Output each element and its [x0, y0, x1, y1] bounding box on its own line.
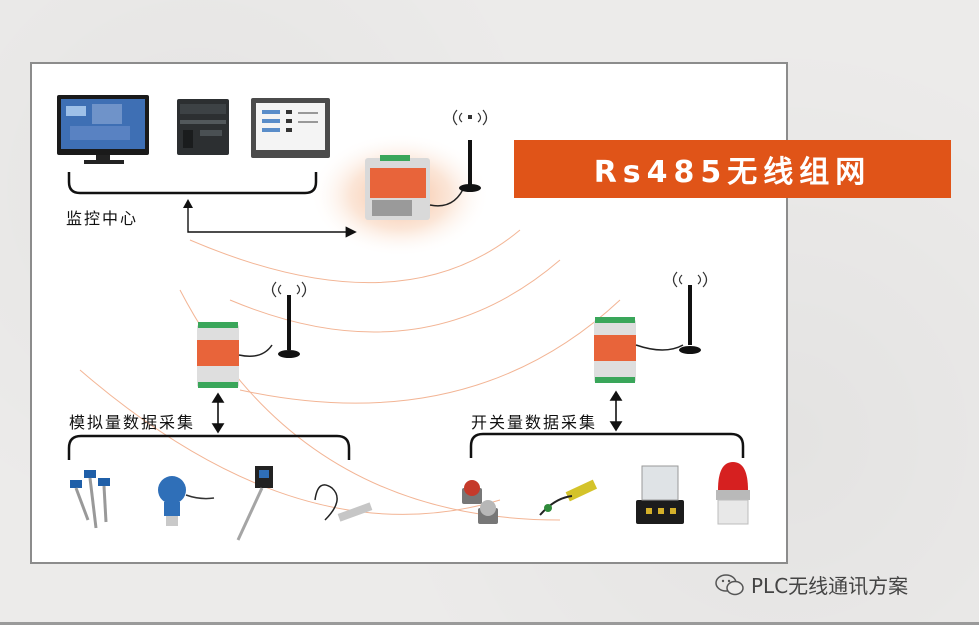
- touch-panel: [251, 98, 330, 158]
- monitor-screen: [57, 95, 149, 164]
- relay: [636, 465, 684, 524]
- analog-acq-label: 模拟量数据采集: [69, 413, 196, 432]
- switch-acq-label: 开关量数据采集: [471, 413, 598, 432]
- switch-double-arrow: [609, 390, 623, 432]
- gateway-module: [365, 155, 430, 220]
- temperature-probe: [314, 484, 373, 522]
- analog-antenna: [238, 281, 307, 358]
- alarm-light: [716, 462, 750, 525]
- monitor-center-bracket: [67, 172, 318, 195]
- monitor-center-label: 监控中心: [66, 209, 139, 228]
- thermocouple-sensors: [70, 470, 110, 529]
- analog-bracket: [67, 434, 351, 460]
- proximity-switch: [539, 479, 598, 516]
- watermark-text: PLC无线通讯方案: [751, 574, 909, 598]
- wechat-icon: [715, 573, 744, 595]
- pressure-transmitter: [158, 476, 215, 526]
- plc-device: [177, 99, 229, 155]
- switch-bracket: [469, 432, 745, 458]
- watermark: PLC无线通讯方案: [715, 570, 908, 599]
- analog-acq-module: [197, 322, 239, 388]
- analog-double-arrow: [211, 392, 225, 434]
- banner-title: Rs485无线组网: [514, 140, 951, 198]
- level-sensor: [236, 466, 273, 541]
- radio-wave-arcs: [79, 229, 621, 521]
- push-buttons: [462, 480, 498, 524]
- gateway-antenna: [429, 109, 488, 207]
- switch-antenna: [635, 271, 708, 354]
- bottom-rule: [0, 622, 979, 625]
- switch-acq-module: [594, 317, 636, 383]
- center-up-arrowhead: [183, 199, 193, 208]
- center-to-gateway-arrow: [187, 205, 357, 238]
